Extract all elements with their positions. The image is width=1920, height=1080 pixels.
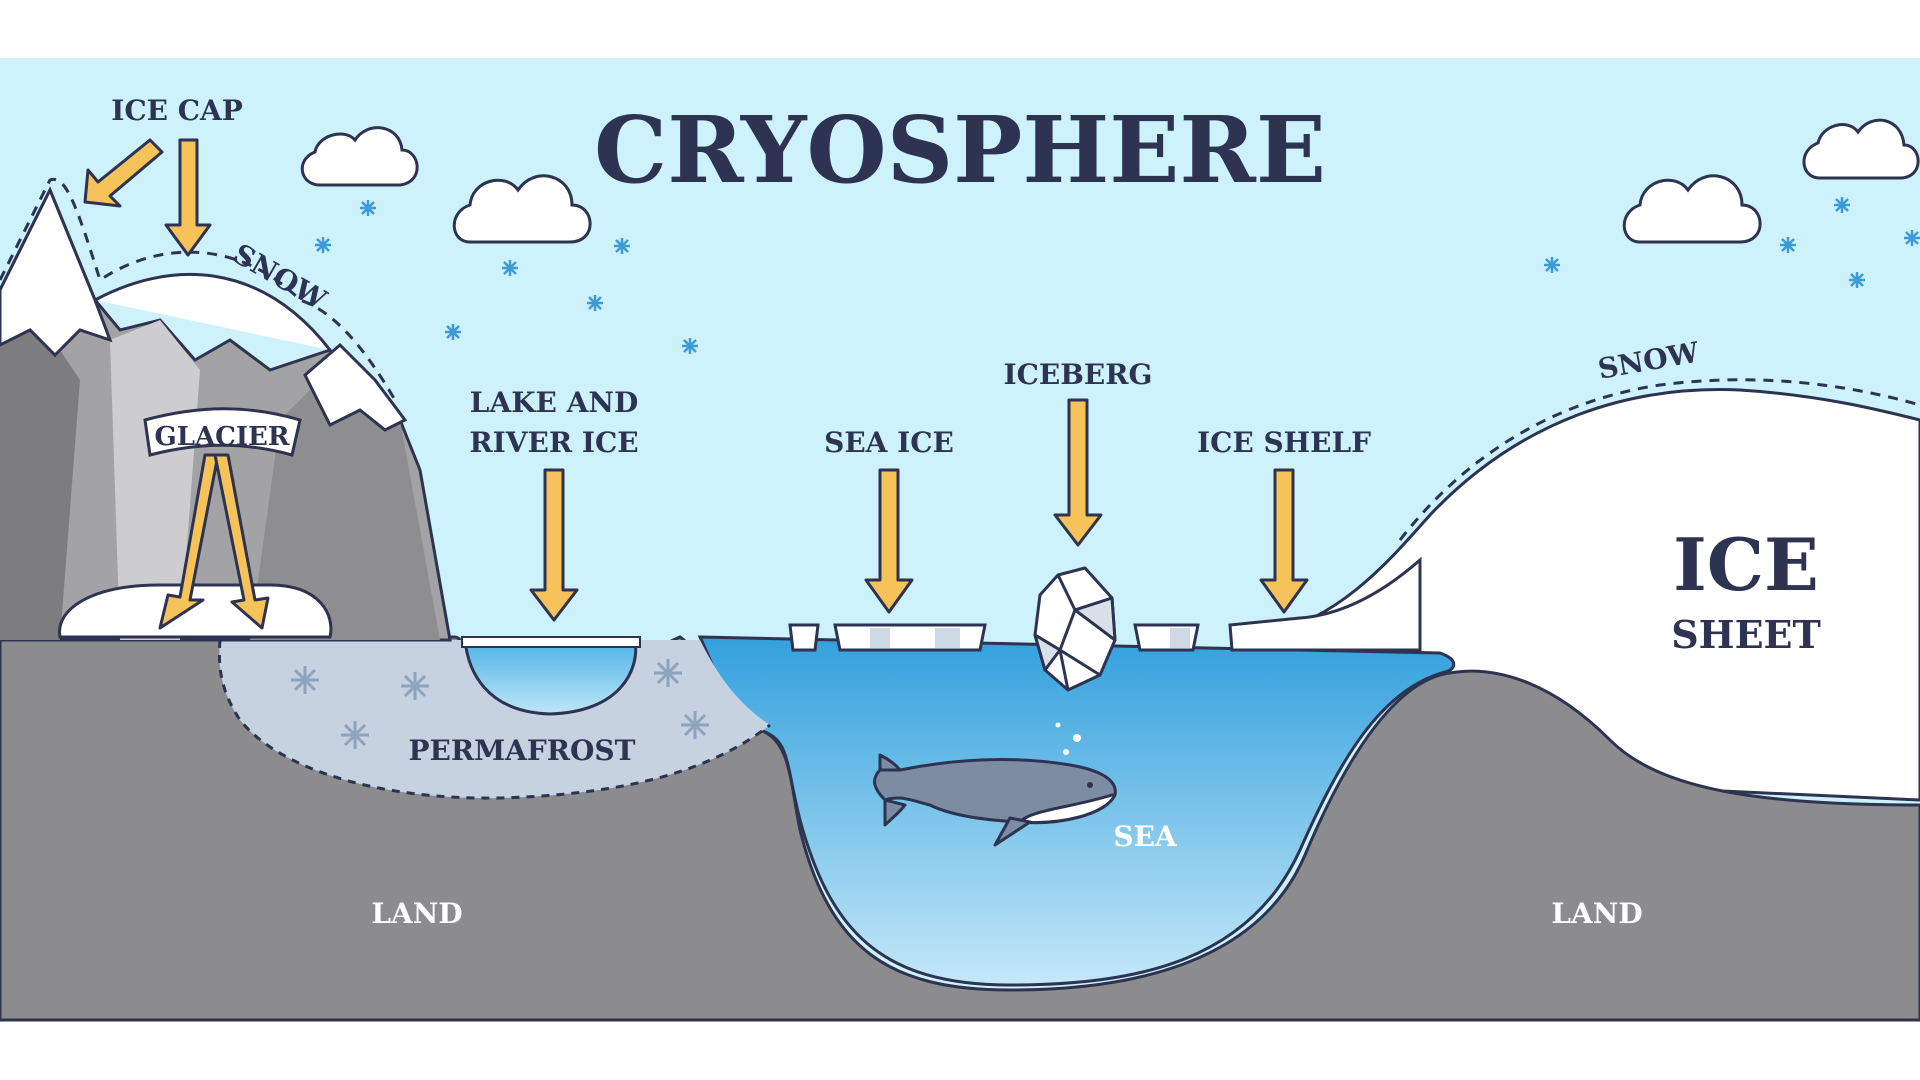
ice-sheet-label-line1: ICE: [1673, 522, 1819, 607]
land-left-label: LAND: [371, 897, 462, 930]
snow-outline-right: [1398, 378, 1920, 541]
sea-label: SEA: [1113, 820, 1178, 853]
sea-ice-arrow: [864, 468, 914, 614]
ice-sheet-label-line2: SHEET: [1671, 612, 1821, 657]
ice-cap-outline: [0, 177, 397, 401]
ice-cap-arrow-down: [164, 138, 212, 257]
falling-snowflakes: [315, 197, 1920, 354]
pointer-arrows: [83, 138, 1309, 622]
land-right-label: LAND: [1551, 897, 1642, 930]
lake-ice-sheet: [461, 636, 641, 648]
iceberg-label: ICEBERG: [1004, 358, 1153, 391]
cloud-1: [300, 126, 419, 187]
ice-cap-label: ICE CAP: [111, 94, 243, 127]
whale-bubbles: [1055, 722, 1081, 755]
sea-ice-label: SEA ICE: [824, 426, 954, 459]
cloud-2: [452, 174, 592, 244]
glacier-arrows: [158, 453, 270, 630]
cloud-3: [1622, 174, 1762, 244]
clouds: [300, 118, 1920, 244]
permafrost-snowflakes: [291, 659, 709, 749]
iceberg: [1033, 566, 1117, 692]
iceberg-arrow: [1053, 398, 1103, 547]
permafrost-outline: [217, 639, 771, 800]
glacier-banner: [143, 407, 302, 457]
ice-shelf-shape: [1228, 556, 1422, 652]
lake-ice-arrow: [529, 468, 579, 622]
permafrost-zone: [219, 640, 770, 799]
diagram-title: CRYOSPHERE: [594, 96, 1326, 204]
glacier-label: GLACIER: [155, 422, 290, 452]
lake-river-ice-label-line1: LAKE AND: [470, 386, 638, 419]
ice-cap-arrow-diag: [83, 138, 164, 208]
mountains: [0, 186, 452, 642]
lake-river-ice-label-line2: RIVER ICE: [469, 426, 638, 459]
cloud-4: [1802, 118, 1920, 180]
lake-water: [463, 638, 638, 716]
glacier-pool: [58, 583, 333, 639]
ice-shelf-label: ICE SHELF: [1197, 426, 1371, 459]
whale: [873, 753, 1117, 847]
sea-ice-shading: [870, 628, 1190, 648]
ice-shelf-arrow: [1259, 468, 1309, 614]
permafrost-label: PERMAFROST: [409, 734, 636, 767]
